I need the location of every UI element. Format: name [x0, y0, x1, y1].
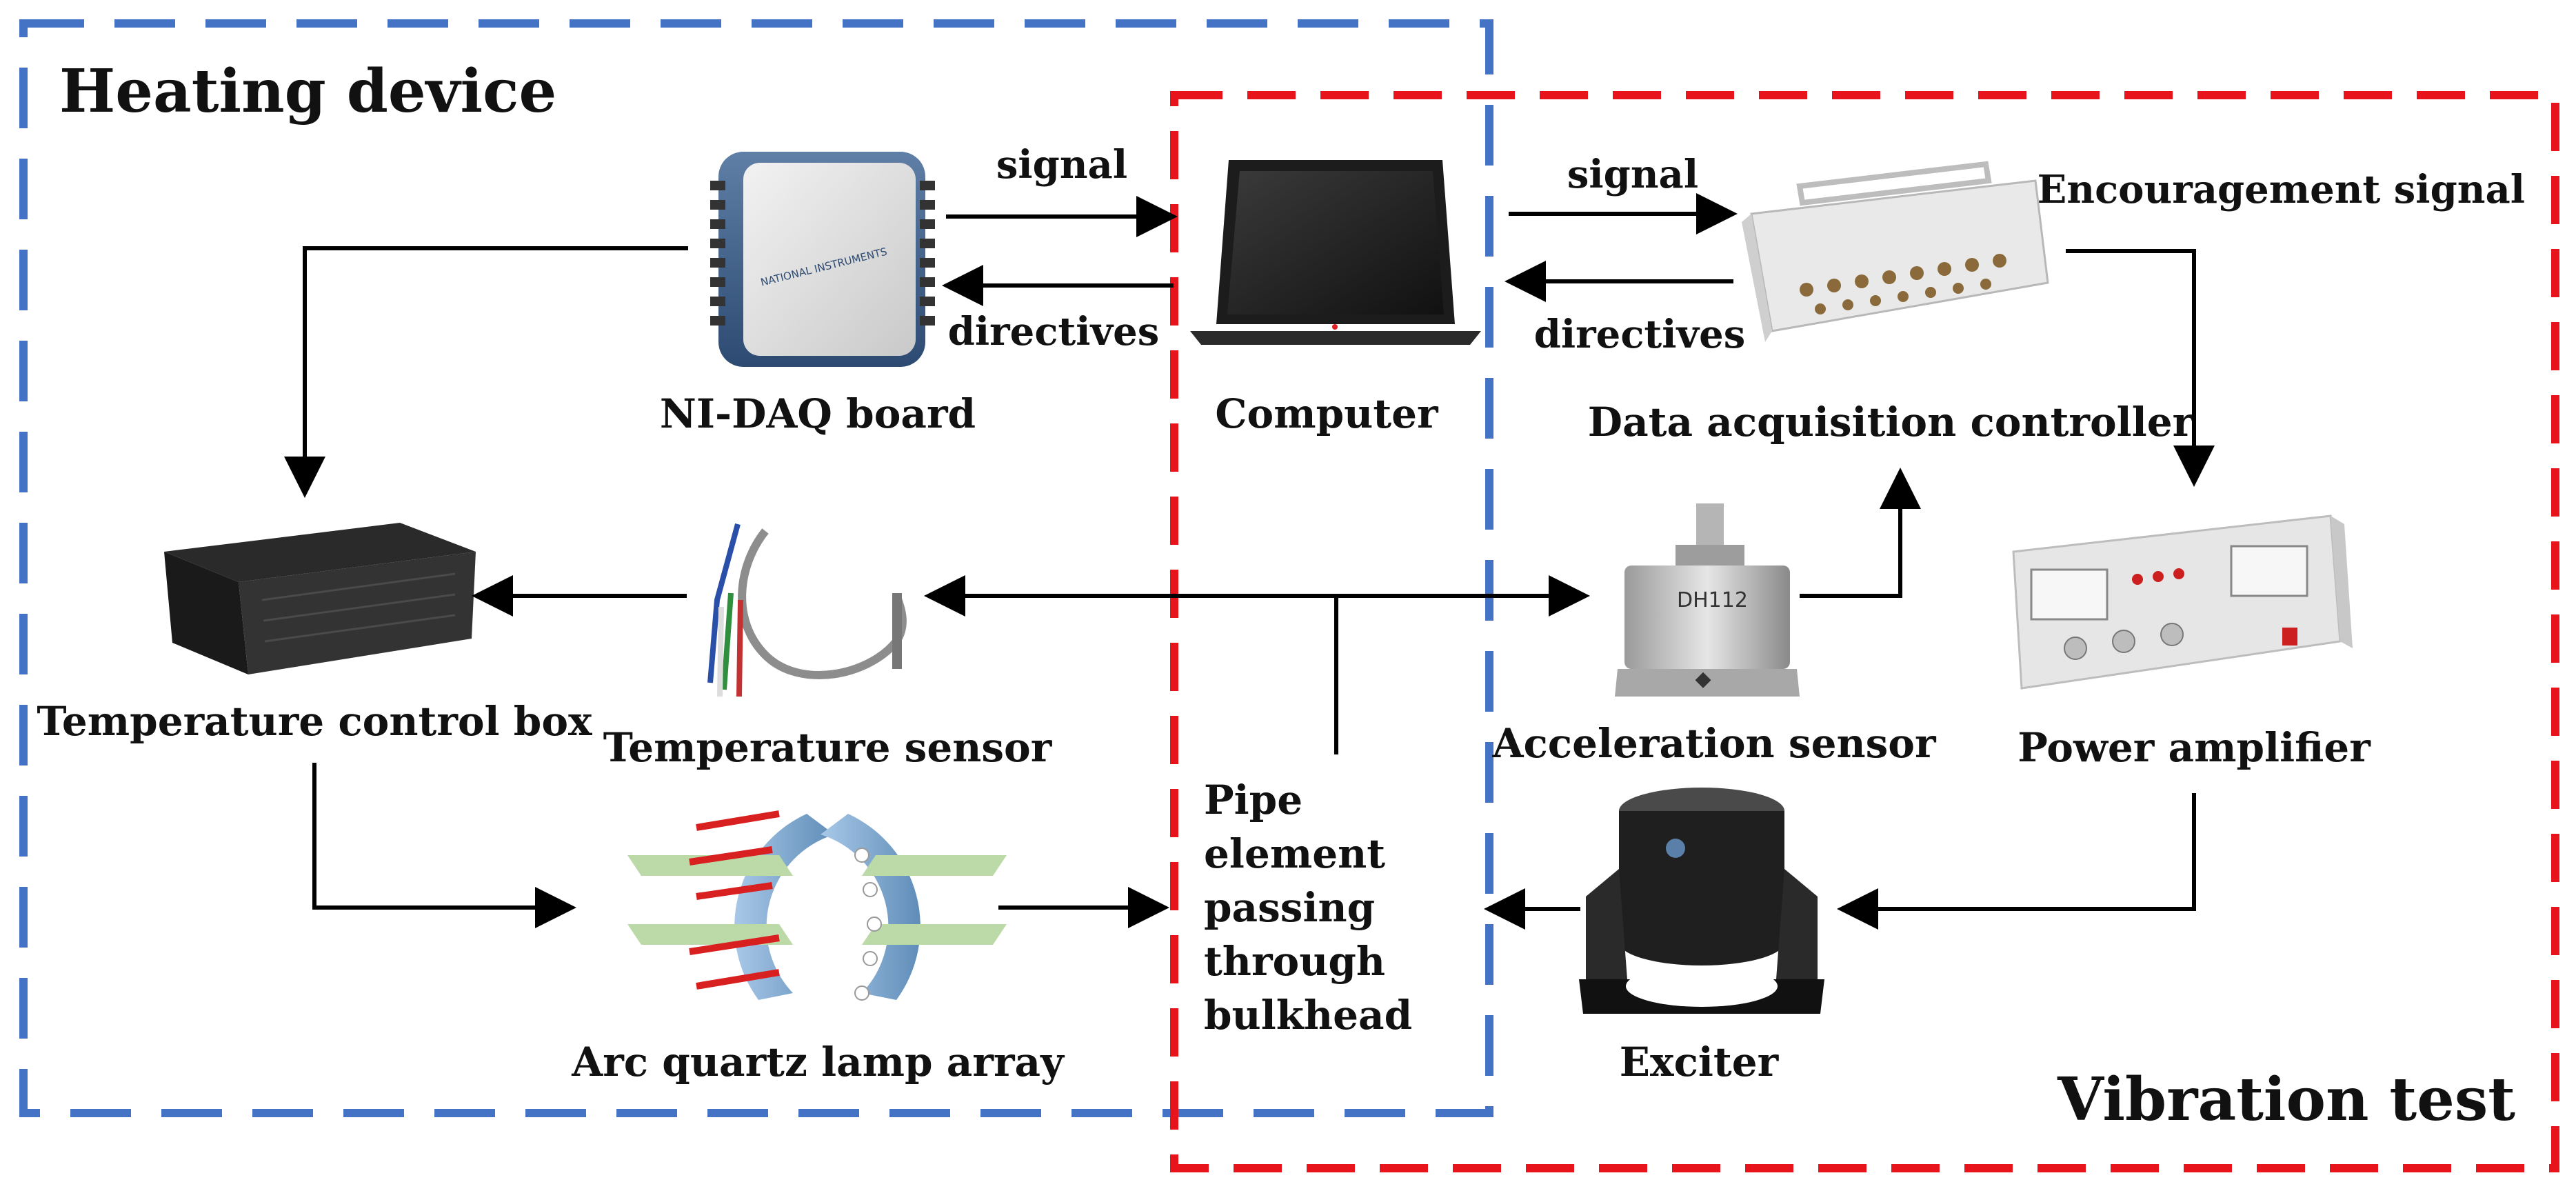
pipe-line-3: passing: [1204, 884, 1375, 931]
accel-model-text: DH112: [1677, 588, 1748, 612]
acceleration-sensor-image: DH112 ◆: [1615, 503, 1800, 697]
pipe-line-5: bulkhead: [1204, 992, 1412, 1039]
computer-image: [1190, 160, 1481, 345]
ni-daq-board-image: NATIONAL INSTRUMENTS: [710, 152, 935, 367]
data-acquisition-controller-image: [1742, 161, 2049, 342]
directives-label-right: directives: [1534, 312, 1746, 357]
directives-label-left: directives: [948, 309, 1160, 354]
accel-logo-glyph: ◆: [1695, 667, 1711, 691]
pipe-line-1: Pipe: [1204, 777, 1302, 823]
temperature-control-box-image: [164, 523, 476, 674]
ni-daq-board-label: NI-DAQ board: [660, 390, 976, 437]
exciter-label: Exciter: [1620, 1039, 1780, 1085]
vibration-test-region: [1170, 91, 2559, 1172]
heating-device-region: [19, 19, 1493, 1117]
arrow-controller-to-amplifier: [2066, 249, 2215, 487]
arrow-accel-to-controller: [1800, 468, 1921, 598]
encouragement-signal-label: Encouragement signal: [2037, 167, 2525, 212]
arrow-daq-to-temp-box: [284, 246, 688, 498]
temperature-control-box-label: Temperature control box: [37, 698, 592, 745]
pipe-line-2: element: [1204, 830, 1385, 877]
temperature-sensor-label: Temperature sensor: [603, 724, 1053, 771]
vibration-test-title: Vibration test: [2057, 1065, 2515, 1134]
power-amplifier-label: Power amplifier: [2017, 724, 2371, 771]
exciter-image: [1579, 788, 1824, 1014]
acceleration-sensor-label: Acceleration sensor: [1491, 720, 1937, 767]
power-amplifier-image: [2012, 514, 2353, 690]
arrow-amplifier-to-exciter: [1837, 793, 2196, 930]
signal-label-left: signal: [996, 142, 1127, 188]
data-acquisition-controller-label: Data acquisition controller: [1588, 399, 2195, 446]
arrow-temp-box-to-lamp: [312, 763, 576, 928]
arc-quartz-lamp-array-image: [627, 810, 1007, 1001]
signal-label-right: signal: [1567, 152, 1698, 197]
temperature-sensor-image: [707, 523, 907, 697]
pipe-element-label: Pipe element passing through bulkhead: [1204, 777, 1412, 1039]
pipe-line-4: through: [1204, 938, 1385, 985]
arc-quartz-lamp-array-label: Arc quartz lamp array: [571, 1039, 1065, 1085]
heating-device-title: Heating device: [59, 57, 556, 126]
computer-label: Computer: [1215, 390, 1439, 437]
